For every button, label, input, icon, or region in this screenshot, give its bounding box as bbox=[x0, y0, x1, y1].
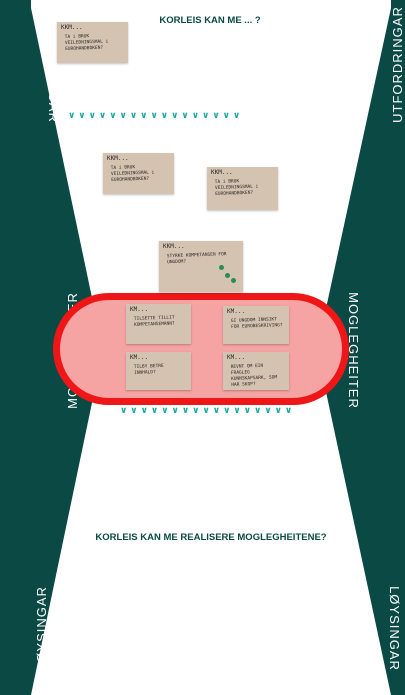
note-km: KM... bbox=[227, 308, 246, 315]
note-km: KM... bbox=[227, 354, 246, 361]
sticky-note[interactable]: KM... REVNT OM EIN FRAGLEG KUNNSKAPSARK,… bbox=[223, 352, 289, 390]
sticky-note[interactable]: KKM... TA i BRUK VEILEDNINGSMAL i EUROHA… bbox=[103, 153, 174, 194]
heading-top: KORLEIS KAN ME ... ? bbox=[159, 15, 261, 26]
sticky-note[interactable]: KKM... STYRKE KOMPETANSEN FOR UNGDOM? bbox=[159, 241, 243, 292]
note-text: TA i BRUK VEILEDNINGSMAL i EUROHANDBOKEN… bbox=[214, 179, 259, 198]
vote-dot bbox=[219, 265, 224, 270]
opportunity-pill bbox=[53, 293, 349, 405]
sticky-note[interactable]: KKM... TA i BRUK VEILEDNINGSMAL i EUROHA… bbox=[57, 22, 128, 63]
right-teal-panel bbox=[317, 0, 405, 695]
note-text: TILBY BETRE INNHALD? bbox=[133, 363, 164, 376]
note-km: KKM... bbox=[163, 243, 185, 250]
note-text: TA i BRUK VEILEDNINGSMAL i EUROHANDBOKEN… bbox=[64, 34, 109, 53]
note-text: GI UNGDOM INNSIKT FOR EUROBESKRIVING? bbox=[230, 317, 283, 330]
label-utfordringar-right: UTFORDRINGAR bbox=[389, 6, 405, 123]
note-km: KKM... bbox=[211, 169, 233, 176]
label-loysingar-right: LØYSINGAR bbox=[386, 586, 402, 671]
note-km: KKM... bbox=[61, 24, 83, 31]
vote-dot bbox=[225, 273, 230, 278]
sticky-note[interactable]: KM... TILBY BETRE INNHALD? bbox=[126, 352, 191, 390]
note-km: KM... bbox=[130, 306, 149, 313]
note-text: REVNT OM EIN FRAGLEG KUNNSKAPSARK, SOM H… bbox=[230, 363, 278, 388]
label-loysingar-left: LØYSINGAR bbox=[33, 586, 49, 671]
note-text: STYRKE KOMPETANSEN FOR UNGDOM? bbox=[166, 252, 227, 266]
note-text: TA i BRUK VEILEDNINGSMAL i EUROHANDBOKEN… bbox=[110, 165, 155, 184]
note-km: KKM... bbox=[107, 155, 129, 162]
note-km: KM... bbox=[130, 354, 149, 361]
chevron-row-lower: ∨∨∨∨∨∨∨∨∨∨∨∨∨∨∨∨∨ bbox=[120, 406, 296, 416]
left-teal-panel bbox=[0, 0, 103, 695]
vote-dot bbox=[231, 278, 236, 283]
sticky-note[interactable]: KKM... TA i BRUK VEILEDNINGSMAL i EUROHA… bbox=[207, 167, 278, 210]
chevron-row-upper: ∨∨∨∨∨∨∨∨∨∨∨∨∨∨∨∨∨ bbox=[68, 111, 244, 121]
sticky-note[interactable]: KM... GI UNGDOM INNSIKT FOR EUROBESKRIVI… bbox=[223, 306, 289, 344]
note-text: TILSETTE TILLIT KOMPETANSEMANN? bbox=[133, 315, 175, 328]
heading-bottom: KORLEIS KAN ME REALISERE MOGLEGHEITENE? bbox=[95, 532, 327, 543]
sticky-note[interactable]: KM... TILSETTE TILLIT KOMPETANSEMANN? bbox=[126, 304, 191, 344]
